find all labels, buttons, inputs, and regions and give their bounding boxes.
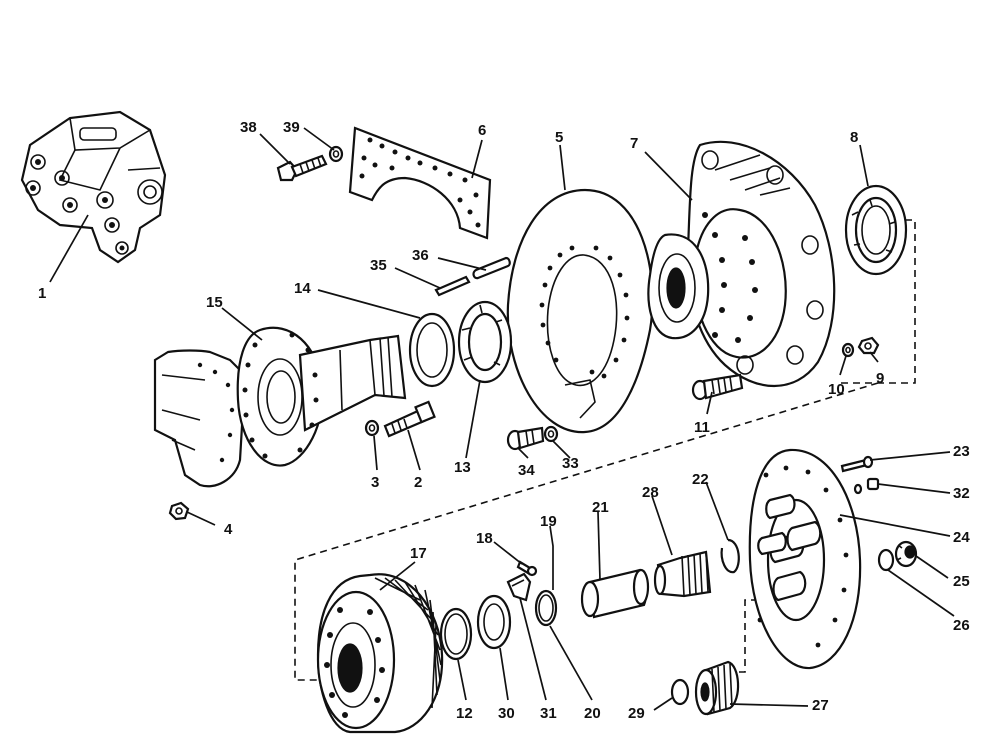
callout-25: 25 xyxy=(953,573,970,590)
callout-labels: 1 38 39 6 5 7 8 9 10 11 35 36 14 15 13 2… xyxy=(38,119,970,722)
callout-34: 34 xyxy=(518,462,535,479)
part-12-snap-ring xyxy=(439,607,473,661)
leader-lines xyxy=(49,127,955,711)
callout-20: 20 xyxy=(584,705,601,722)
callout-33: 33 xyxy=(562,455,579,472)
callout-4: 4 xyxy=(224,521,233,538)
callout-21: 21 xyxy=(592,499,609,516)
assembly-line-upper xyxy=(294,219,916,681)
part-24-planet-carrier xyxy=(748,448,862,670)
callout-10: 10 xyxy=(828,381,845,398)
part-25-drain-plug xyxy=(894,540,918,568)
callout-36: 36 xyxy=(412,247,429,264)
callout-1: 1 xyxy=(38,285,46,302)
callout-22: 22 xyxy=(692,471,709,488)
part-6-mounting-bracket xyxy=(348,126,492,240)
part-5-brake-disc xyxy=(506,188,654,434)
part-10-washer xyxy=(841,342,855,358)
callout-39: 39 xyxy=(283,119,300,136)
part-35-pin xyxy=(434,275,471,297)
part-13-bearing xyxy=(457,300,513,384)
part-9-nut xyxy=(857,336,880,355)
callout-28: 28 xyxy=(642,484,659,501)
part-22-circlip xyxy=(720,538,740,574)
callout-30: 30 xyxy=(498,705,515,722)
part-28-spline-shaft xyxy=(653,550,712,598)
part-33-washer xyxy=(543,425,559,443)
part-1-brake-caliper xyxy=(20,110,167,264)
callout-19: 19 xyxy=(540,513,557,530)
part-7-wheel-hub xyxy=(647,140,836,387)
part-23-screw xyxy=(840,455,874,473)
callout-6: 6 xyxy=(478,122,486,139)
callout-2: 2 xyxy=(414,474,422,491)
callout-32: 32 xyxy=(953,485,970,502)
part-20-snap-ring xyxy=(534,589,558,627)
part-15-spindle xyxy=(153,326,407,488)
part-21-sleeve xyxy=(580,568,650,619)
part-18-screw xyxy=(516,560,538,577)
part-36-pin xyxy=(472,256,511,280)
part-2-bolt xyxy=(383,400,436,438)
callout-29: 29 xyxy=(628,705,645,722)
callout-3: 3 xyxy=(371,474,379,491)
part-30-thrust-washer xyxy=(476,594,512,650)
part-8-bearing xyxy=(844,184,908,276)
callout-35: 35 xyxy=(370,257,387,274)
callout-38: 38 xyxy=(240,119,257,136)
callout-9: 9 xyxy=(876,370,884,387)
part-39-washer xyxy=(328,145,344,163)
part-3-washer xyxy=(364,419,380,437)
part-32-plug xyxy=(853,477,880,495)
callout-8: 8 xyxy=(850,129,858,146)
callout-18: 18 xyxy=(476,530,493,547)
part-11-bolt xyxy=(691,373,744,401)
part-38-bolt xyxy=(276,154,328,182)
part-29-snap-ring xyxy=(670,678,690,706)
callout-31: 31 xyxy=(540,705,557,722)
callout-7: 7 xyxy=(630,135,638,152)
callout-27: 27 xyxy=(812,697,829,714)
part-27-sun-gear xyxy=(694,660,740,716)
callout-11: 11 xyxy=(694,419,710,436)
callout-14: 14 xyxy=(294,280,311,297)
callout-5: 5 xyxy=(555,129,563,146)
part-17-hub-drum xyxy=(316,573,444,734)
callout-12: 12 xyxy=(456,705,473,722)
part-34-bolt xyxy=(506,426,545,451)
callout-13: 13 xyxy=(454,459,471,476)
callout-15: 15 xyxy=(206,294,223,311)
part-4-nut xyxy=(168,501,190,521)
part-26-o-ring xyxy=(877,548,895,572)
callout-17: 17 xyxy=(410,545,427,562)
part-31-lock-plate xyxy=(506,572,532,602)
part-14-bearing-race xyxy=(408,312,456,388)
callout-26: 26 xyxy=(953,617,970,634)
callout-23: 23 xyxy=(953,443,970,460)
callout-24: 24 xyxy=(953,529,970,546)
